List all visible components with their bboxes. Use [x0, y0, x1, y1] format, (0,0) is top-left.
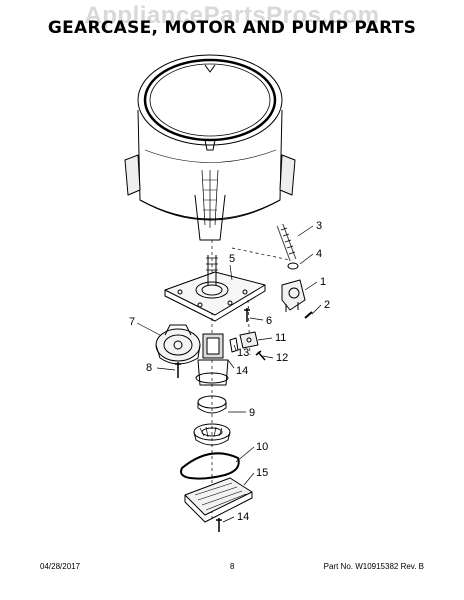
- shield-screw: [216, 518, 222, 532]
- drain-hose: [276, 223, 297, 262]
- callout-5: 5: [229, 253, 235, 265]
- drive-coupler: [197, 333, 229, 386]
- footer-page-number: 8: [230, 562, 235, 571]
- callout-10: 10: [256, 441, 268, 453]
- gearcase-plate: [164, 255, 266, 322]
- callout-12: 12: [276, 352, 288, 364]
- callout-3: 3: [316, 220, 322, 232]
- callout-2: 2: [324, 299, 330, 311]
- page-title: GEARCASE, MOTOR AND PUMP PARTS: [47, 18, 417, 38]
- drain-pump: [281, 279, 306, 312]
- pump-screw: [304, 311, 313, 319]
- hose-clamp: [287, 262, 299, 270]
- plate-screw: [244, 308, 250, 322]
- drive-belt: [180, 452, 240, 480]
- callout-14-bottom: 14: [237, 511, 249, 523]
- motor-shield: [184, 477, 253, 523]
- footer-date: 04/28/2017: [40, 562, 81, 571]
- clutch-assembly: [193, 372, 231, 446]
- switch-screw: [255, 350, 266, 361]
- wire-connector: [229, 337, 239, 353]
- callout-6: 6: [266, 315, 272, 327]
- wash-tub: [124, 54, 296, 241]
- callout-14: 14: [236, 365, 248, 377]
- drive-motor: [155, 324, 201, 365]
- callout-11: 11: [275, 332, 286, 344]
- motor-bolt: [175, 362, 181, 378]
- callout-7: 7: [129, 316, 135, 328]
- watermark: AppliancePartsPros.com: [84, 2, 380, 29]
- callout-15: 15: [256, 467, 268, 479]
- callout-1: 1: [320, 276, 326, 288]
- callout-4: 4: [316, 248, 322, 260]
- callout-8: 8: [146, 362, 152, 374]
- callout-9: 9: [249, 407, 255, 419]
- callout-13: 13: [237, 347, 249, 359]
- footer-part-number: Part No. W10915382 Rev. B: [323, 562, 424, 571]
- motor-switch: [239, 331, 259, 349]
